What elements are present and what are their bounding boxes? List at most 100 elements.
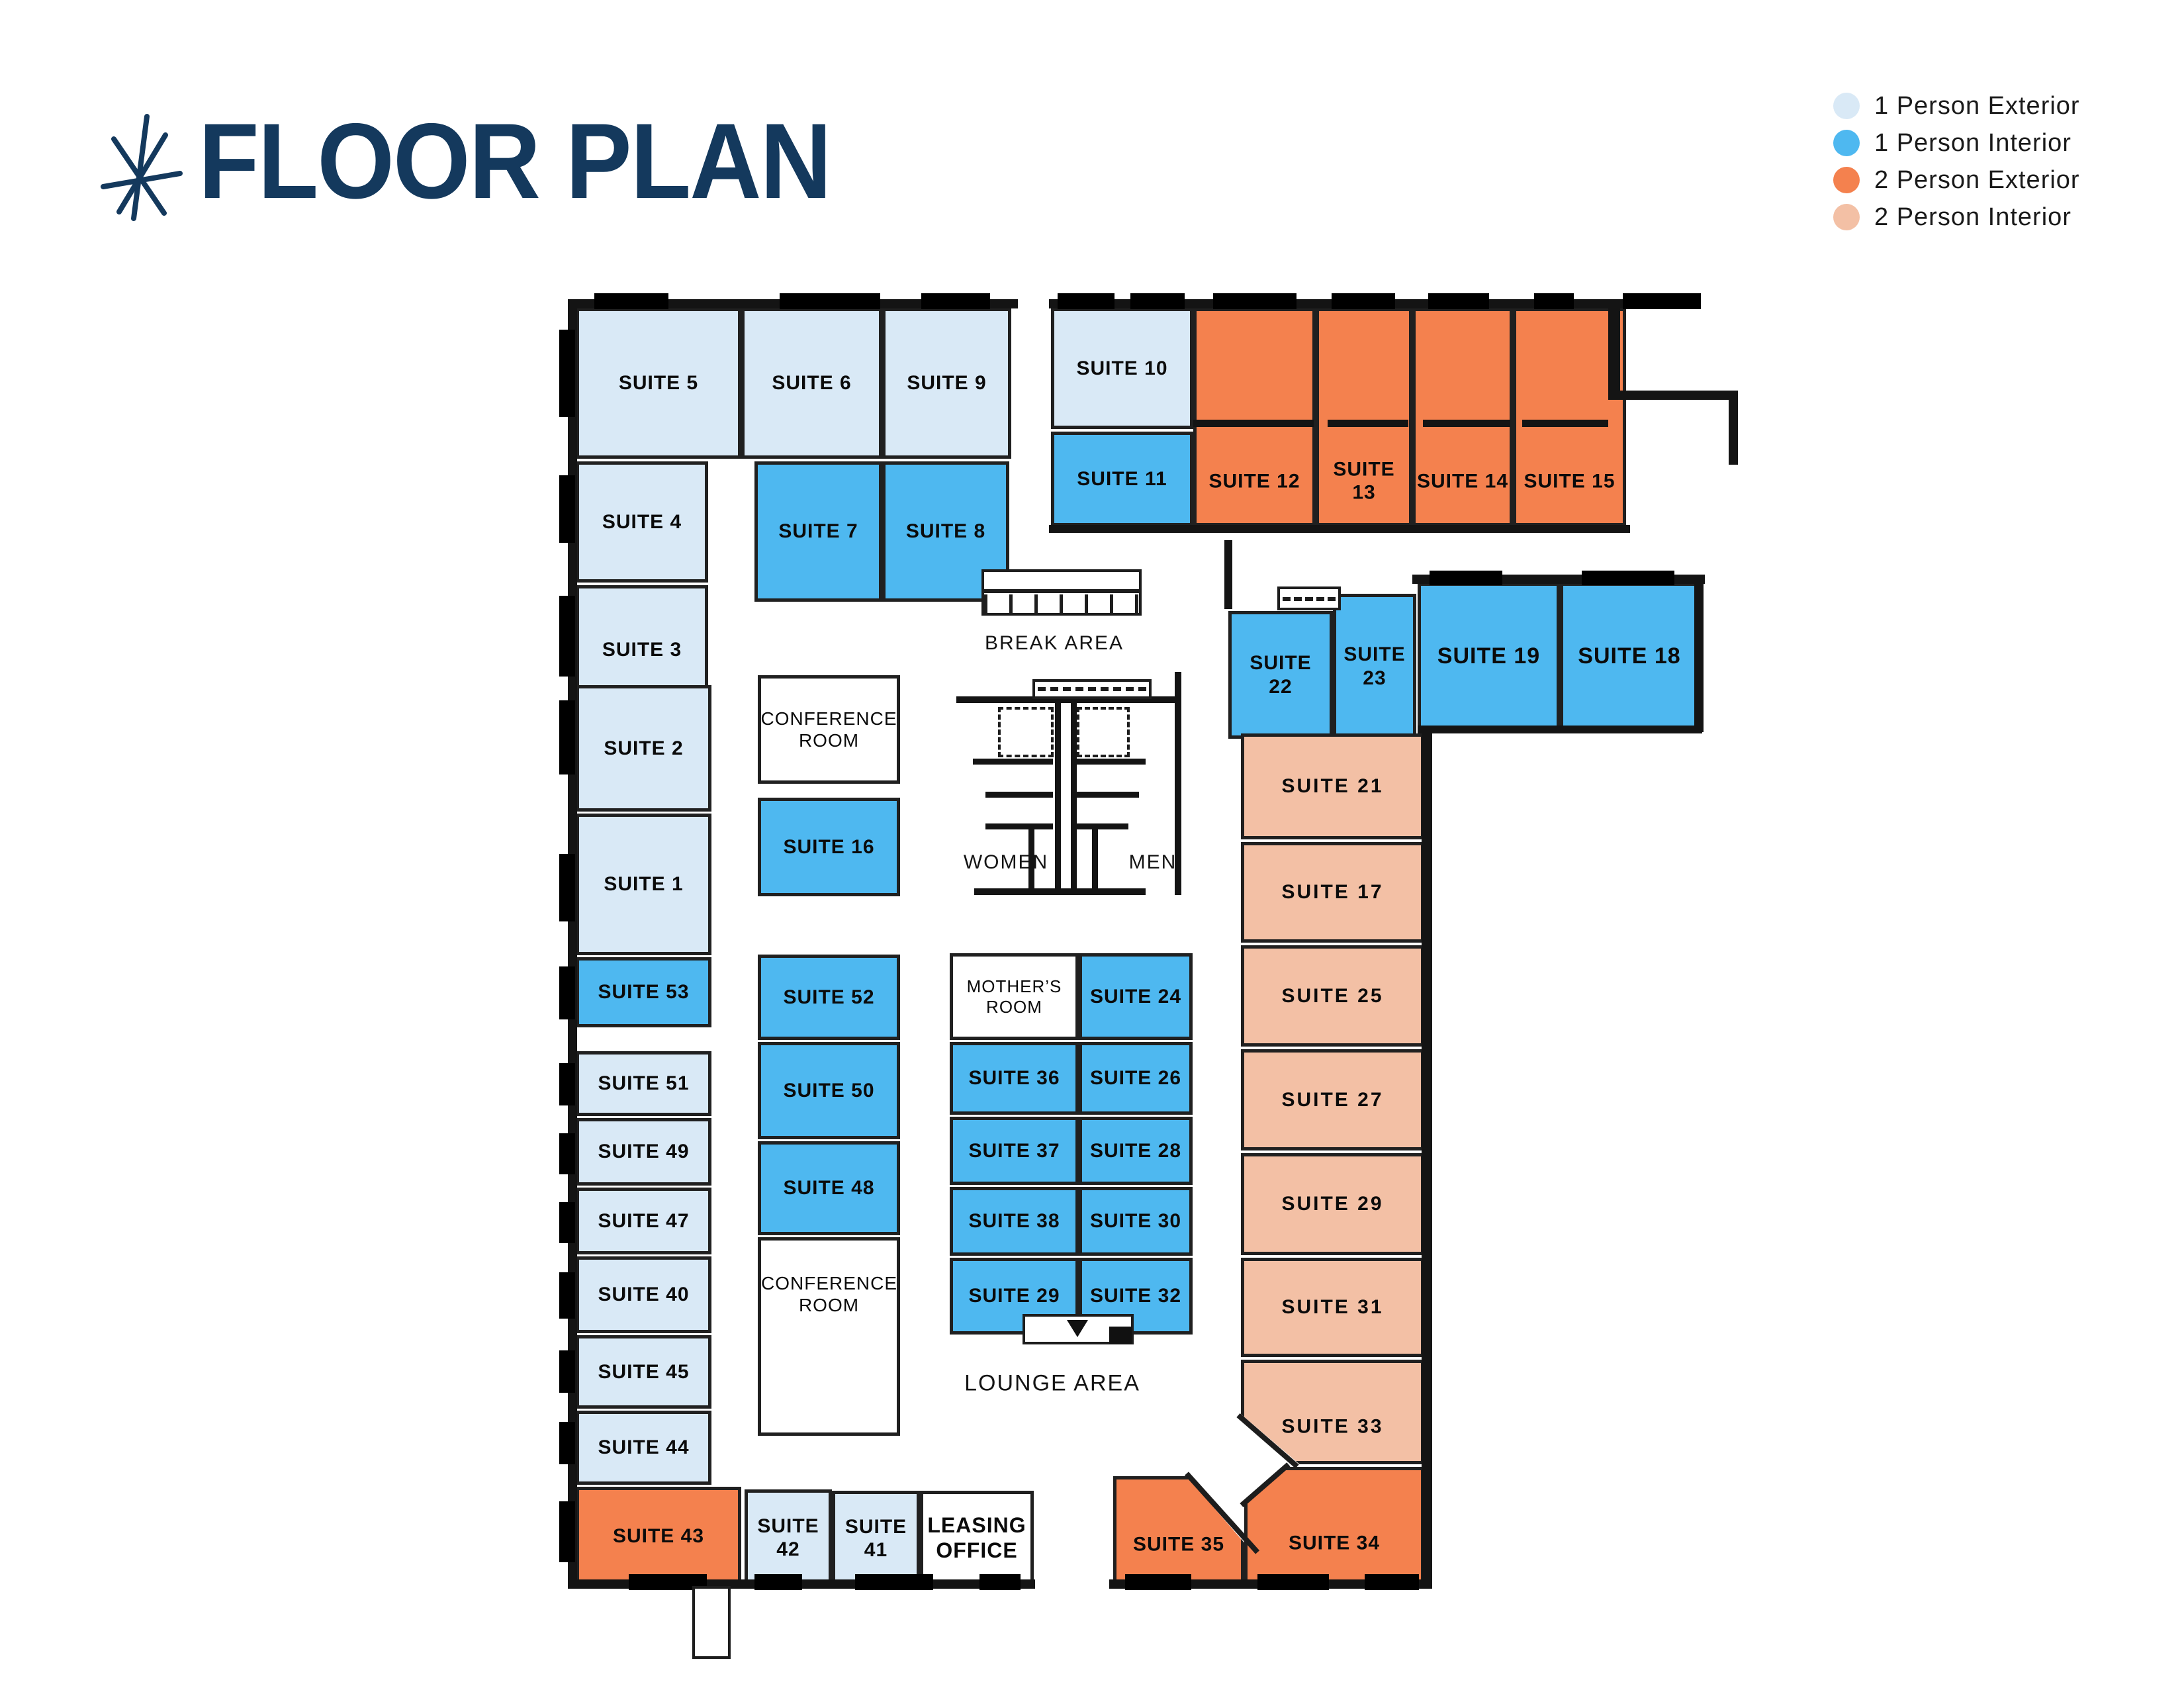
window-door-stub xyxy=(559,1272,575,1319)
room-conference-room-lower: CONFERENCE ROOM xyxy=(758,1237,900,1436)
legend-label: 2 Person Interior xyxy=(1874,203,2071,231)
window-door-stub xyxy=(559,1063,575,1105)
window-door-stub xyxy=(559,1350,575,1393)
wall-segment xyxy=(1522,420,1608,427)
window-door-stub xyxy=(559,966,575,1019)
room-suite-16: SUITE 16 xyxy=(758,798,900,896)
window-door-stub xyxy=(559,330,575,417)
wall-segment xyxy=(1694,575,1704,732)
room-suite-21: SUITE 21 xyxy=(1241,733,1424,839)
wall-segment xyxy=(1422,729,1432,1589)
wall-segment xyxy=(1175,672,1181,895)
room-suite-19: SUITE 19 xyxy=(1418,583,1560,730)
room-suite-34: SUITE 34 xyxy=(1244,1467,1424,1583)
room-label: SUITE 8 xyxy=(905,520,986,543)
room-label: SUITE 15 xyxy=(1524,470,1615,492)
window-door-stub xyxy=(1430,571,1502,585)
room-suite-45: SUITE 45 xyxy=(576,1335,711,1409)
window-door-stub xyxy=(1213,293,1297,309)
counter-hatch xyxy=(1283,597,1336,601)
room-label: SUITE 29 xyxy=(1281,1193,1384,1215)
room-label: SUITE 2 xyxy=(604,737,684,759)
room-label: MOTHER’S ROOM xyxy=(966,976,1062,1017)
window-door-stub xyxy=(780,293,880,309)
room-label: SUITE 21 xyxy=(1281,775,1384,798)
wall-segment xyxy=(1055,703,1061,895)
restroom-stall-left xyxy=(998,707,1054,757)
room-suite-29-right: SUITE 29 xyxy=(1241,1153,1424,1255)
wall-segment xyxy=(974,888,1146,895)
wall-segment xyxy=(973,759,1053,765)
wall-segment xyxy=(1092,829,1098,890)
room-suite-2: SUITE 2 xyxy=(576,685,711,812)
legend-dot-2-person-exterior xyxy=(1833,167,1860,193)
room-suite-4: SUITE 4 xyxy=(576,461,708,583)
room-label: SUITE 47 xyxy=(598,1209,690,1232)
restroom-sink-counter xyxy=(1032,679,1152,699)
room-label: SUITE 5 xyxy=(618,372,699,395)
room-label: CONFERENCE ROOM xyxy=(761,1272,898,1315)
logo-star-icon xyxy=(101,114,183,221)
room-suite-22: SUITE 22 xyxy=(1228,611,1333,739)
window-door-stub xyxy=(1125,1574,1191,1590)
room-suite-24: SUITE 24 xyxy=(1079,953,1193,1040)
room-suite-42: SUITE 42 xyxy=(745,1489,832,1586)
break-area-counter xyxy=(981,569,1142,616)
window-door-stub xyxy=(921,293,990,309)
window-door-stub xyxy=(559,1133,575,1174)
room-suite-47: SUITE 47 xyxy=(576,1188,711,1254)
room-label: SUITE 28 xyxy=(1089,1139,1182,1162)
wall-segment xyxy=(1071,703,1077,895)
room-label: SUITE 41 xyxy=(844,1515,907,1561)
room-suite-30: SUITE 30 xyxy=(1079,1187,1193,1256)
room-suite-44: SUITE 44 xyxy=(576,1411,711,1485)
room-label: SUITE 51 xyxy=(598,1072,690,1095)
room-suite-51: SUITE 51 xyxy=(576,1051,711,1116)
room-suite-26: SUITE 26 xyxy=(1079,1042,1193,1115)
legend-dot-1-person-interior xyxy=(1833,130,1860,156)
room-suite-14: SUITE 14 xyxy=(1412,308,1513,526)
room-suite-1: SUITE 1 xyxy=(576,814,711,955)
counter-shelf xyxy=(984,589,1139,594)
room-suite-50: SUITE 50 xyxy=(758,1042,900,1139)
room-suite-15: SUITE 15 xyxy=(1513,308,1626,526)
room-suite-10: SUITE 10 xyxy=(1051,308,1193,429)
room-suite-35: SUITE 35 xyxy=(1113,1476,1244,1583)
room-label: SUITE 18 xyxy=(1578,643,1681,669)
area-label-break-area: BREAK AREA xyxy=(984,632,1124,654)
room-label: SUITE 36 xyxy=(968,1067,1060,1090)
window-door-stub xyxy=(979,1574,1021,1590)
wall-segment xyxy=(1075,759,1146,765)
room-label: SUITE 52 xyxy=(783,986,875,1008)
room-suite-5: SUITE 5 xyxy=(576,308,741,459)
room-suite-52: SUITE 52 xyxy=(758,955,900,1040)
room-label: SUITE 35 xyxy=(1132,1533,1225,1556)
window-door-stub xyxy=(594,293,668,309)
room-label: SUITE 38 xyxy=(968,1210,1060,1233)
window-door-stub xyxy=(1130,293,1185,309)
room-label: SUITE 11 xyxy=(1077,467,1167,490)
room-label: SUITE 27 xyxy=(1281,1088,1384,1111)
window-door-stub xyxy=(1332,293,1395,309)
room-suite-48: SUITE 48 xyxy=(758,1141,900,1235)
room-label: SUITE 45 xyxy=(598,1360,690,1383)
window-door-stub xyxy=(754,1574,802,1590)
room-label: SUITE 53 xyxy=(598,981,690,1004)
room-suite-36: SUITE 36 xyxy=(950,1042,1079,1115)
room-label: SUITE 31 xyxy=(1281,1296,1384,1319)
door-marker-icon xyxy=(1067,1320,1088,1337)
wall-segment xyxy=(1418,726,1702,733)
wall-segment xyxy=(1075,823,1128,829)
page-title: FLOOR PLAN xyxy=(199,101,832,221)
room-label: SUITE 3 xyxy=(602,639,682,661)
wall-segment xyxy=(1423,420,1510,427)
legend-label: 2 Person Exterior xyxy=(1874,165,2080,194)
wall-segment xyxy=(1191,299,1627,308)
room-suite-23: SUITE 23 xyxy=(1333,594,1416,739)
wall-segment xyxy=(985,823,1053,829)
room-suite-27: SUITE 27 xyxy=(1241,1049,1424,1150)
room-label: SUITE 32 xyxy=(1089,1285,1182,1307)
window-door-stub xyxy=(559,1422,575,1464)
window-door-stub xyxy=(559,596,575,677)
